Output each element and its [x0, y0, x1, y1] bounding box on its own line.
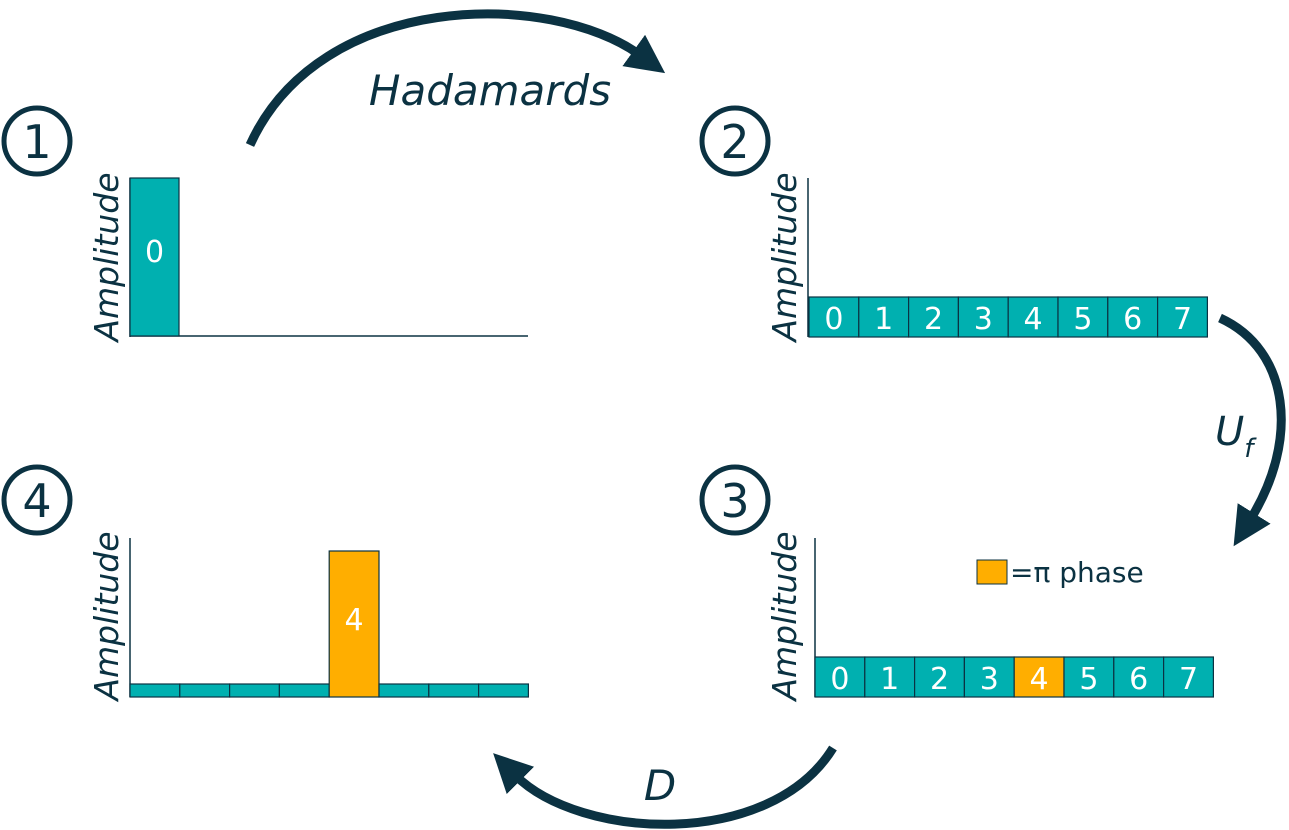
bar-label: 0 [824, 302, 843, 337]
bar-label: 1 [874, 302, 893, 337]
amplitude-bar [478, 683, 530, 698]
bar-label: 3 [980, 662, 999, 697]
amplitude-bar [229, 683, 281, 698]
amplitude-bar [428, 683, 480, 698]
phase-legend: =π phase [976, 556, 1144, 589]
bar-label: 5 [1073, 302, 1092, 337]
bars: 4 [129, 550, 530, 698]
amplitude-bar [1007, 296, 1059, 338]
bar-label: 7 [1179, 662, 1198, 697]
step-number-circle [699, 464, 771, 536]
amplitude-bar [864, 656, 916, 698]
hadamards-label: Hadamards [369, 66, 611, 115]
uf-label-sub: f [1244, 434, 1257, 464]
bar-label: 2 [930, 662, 949, 697]
step-number-circle [699, 105, 771, 177]
amplitude-bar [1013, 656, 1065, 698]
hadamards-arrow [245, 9, 666, 147]
bar-label: 2 [924, 302, 943, 337]
amplitude-axis-label: Amplitude [87, 172, 126, 343]
bar-label: 5 [1079, 662, 1098, 697]
amplitude-bar [328, 550, 380, 698]
amplitude-bar [129, 177, 180, 337]
diffusion-label: D [644, 761, 676, 810]
diffusion-arrow [493, 745, 837, 829]
amplitude-bar [1063, 656, 1115, 698]
amplitude-bar [858, 296, 910, 338]
amplitude-bar [1107, 296, 1159, 338]
step-4: 4 Amplitude 4 [1, 464, 530, 703]
amplitude-bar [1162, 656, 1214, 698]
amplitude-bar [1057, 296, 1109, 338]
step-number-circle [1, 105, 73, 177]
amplitude-bar [278, 683, 330, 698]
legend-text: =π phase [1010, 556, 1144, 589]
step-number: 2 [720, 115, 749, 169]
bar-label: 1 [880, 662, 899, 697]
legend-swatch [976, 559, 1008, 585]
bar-label: 6 [1129, 662, 1148, 697]
amplitude-bar [1156, 296, 1208, 338]
amplitude-bar [1113, 656, 1165, 698]
amplitude-axis-label: Amplitude [765, 531, 804, 702]
amplitude-bar [913, 656, 965, 698]
step-1: 1 Amplitude 0 [1, 105, 528, 344]
uf-label: Uf [1215, 409, 1257, 464]
amplitude-bar [378, 683, 430, 698]
amplitude-bar [907, 296, 959, 338]
bar-label: 4 [1024, 302, 1043, 337]
amplitude-bar [957, 296, 1009, 338]
bar-label: 0 [830, 662, 849, 697]
bar-label: 0 [145, 235, 164, 270]
step-number: 1 [22, 115, 51, 169]
bar-label: 3 [974, 302, 993, 337]
amplitude-axis-label: Amplitude [87, 531, 126, 702]
step-number-circle [1, 464, 73, 536]
uf-label-main: U [1215, 409, 1244, 455]
uf-arrow [1218, 313, 1286, 547]
step-number: 3 [720, 474, 749, 528]
amplitude-bar [963, 656, 1015, 698]
bar-label: 6 [1123, 302, 1142, 337]
bar-label: 7 [1173, 302, 1192, 337]
amplitude-axis-label: Amplitude [765, 172, 804, 343]
amplitude-bar [179, 683, 231, 698]
amplitude-bar [129, 683, 181, 698]
step-number: 4 [22, 474, 51, 528]
bar-label: 4 [345, 603, 364, 638]
bar-label: 4 [1030, 662, 1049, 697]
